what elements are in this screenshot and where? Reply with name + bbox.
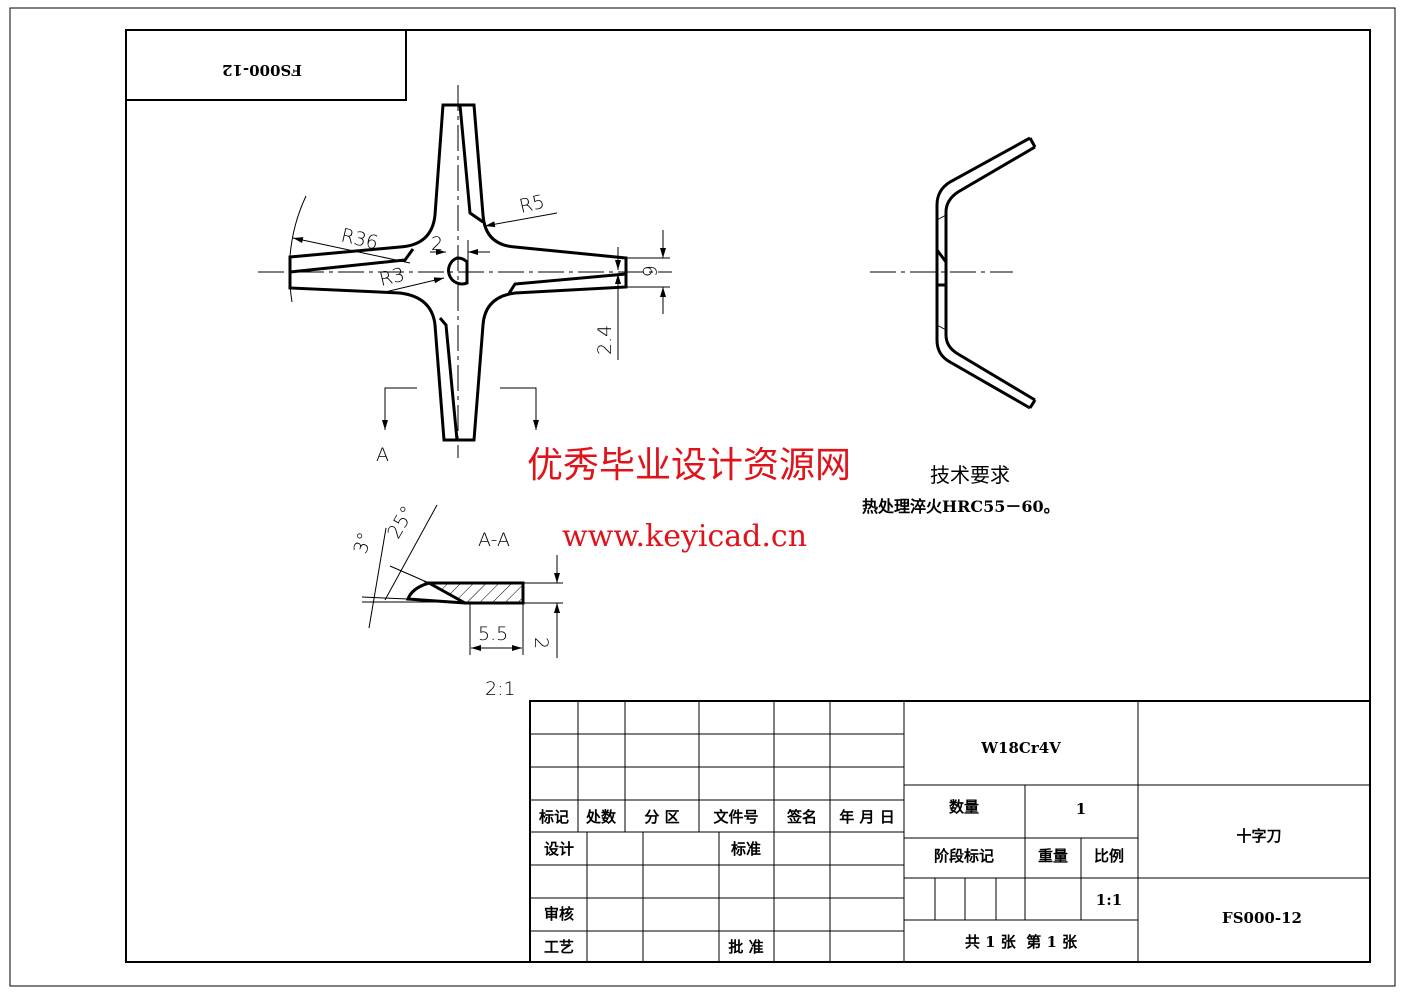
watermark-cn: 优秀毕业设计资源网 <box>527 445 851 486</box>
dim-r3: R3 <box>377 264 407 291</box>
label-review: 审核 <box>544 905 574 923</box>
dim-2: 2 <box>431 233 443 255</box>
label-stage: 阶段标记 <box>934 847 994 865</box>
section-scale: 2:1 <box>485 678 516 700</box>
dim-angle-25: 25° <box>383 502 419 542</box>
material: W18Cr4V <box>980 739 1061 757</box>
label-quantity: 数量 <box>949 798 979 816</box>
header-date: 年 月 日 <box>839 808 894 826</box>
label-process: 工艺 <box>544 938 574 956</box>
header-zone: 分 区 <box>644 808 679 826</box>
dim-6: 6 <box>638 265 660 277</box>
quantity-value: 1 <box>1076 800 1086 818</box>
side-view <box>870 136 1037 410</box>
dim-2-section: 2 <box>530 637 552 649</box>
label-approve: 批 准 <box>728 938 763 956</box>
label-standard: 标准 <box>730 840 761 858</box>
tech-req-line: 热处理淬火HRC55－60。 <box>862 497 1060 516</box>
part-name: 十字刀 <box>1236 827 1281 845</box>
header-count: 处数 <box>585 808 617 826</box>
title-block <box>529 700 1371 963</box>
watermark-url: www.keyicad.cn <box>562 519 807 554</box>
front-view <box>258 85 672 458</box>
section-view <box>361 504 563 658</box>
code-box <box>125 29 407 101</box>
header-sign: 签名 <box>786 808 817 826</box>
dim-5-5: 5.5 <box>478 623 508 645</box>
scale-value: 1:1 <box>1096 891 1122 909</box>
dim-r36: R36 <box>339 224 380 254</box>
tech-req-title: 技术要求 <box>930 463 1010 487</box>
code-box-text: FS000-12 <box>222 61 302 79</box>
header-doc-no: 文件号 <box>713 808 758 826</box>
sheet-count: 共 1 张 第 1 张 <box>965 933 1078 951</box>
label-scale: 比例 <box>1094 847 1124 865</box>
label-design: 设计 <box>544 840 574 858</box>
label-weight: 重量 <box>1038 847 1068 865</box>
dim-2-4: 2.4 <box>594 325 616 355</box>
section-marker-a: A <box>376 444 389 466</box>
dim-r5: R5 <box>517 191 547 218</box>
outer-border <box>9 7 1396 987</box>
dim-angle-3: 3° <box>350 530 377 557</box>
drawing-number: FS000-12 <box>1222 909 1302 927</box>
header-mark: 标记 <box>538 808 569 826</box>
section-title: A-A <box>478 529 510 551</box>
